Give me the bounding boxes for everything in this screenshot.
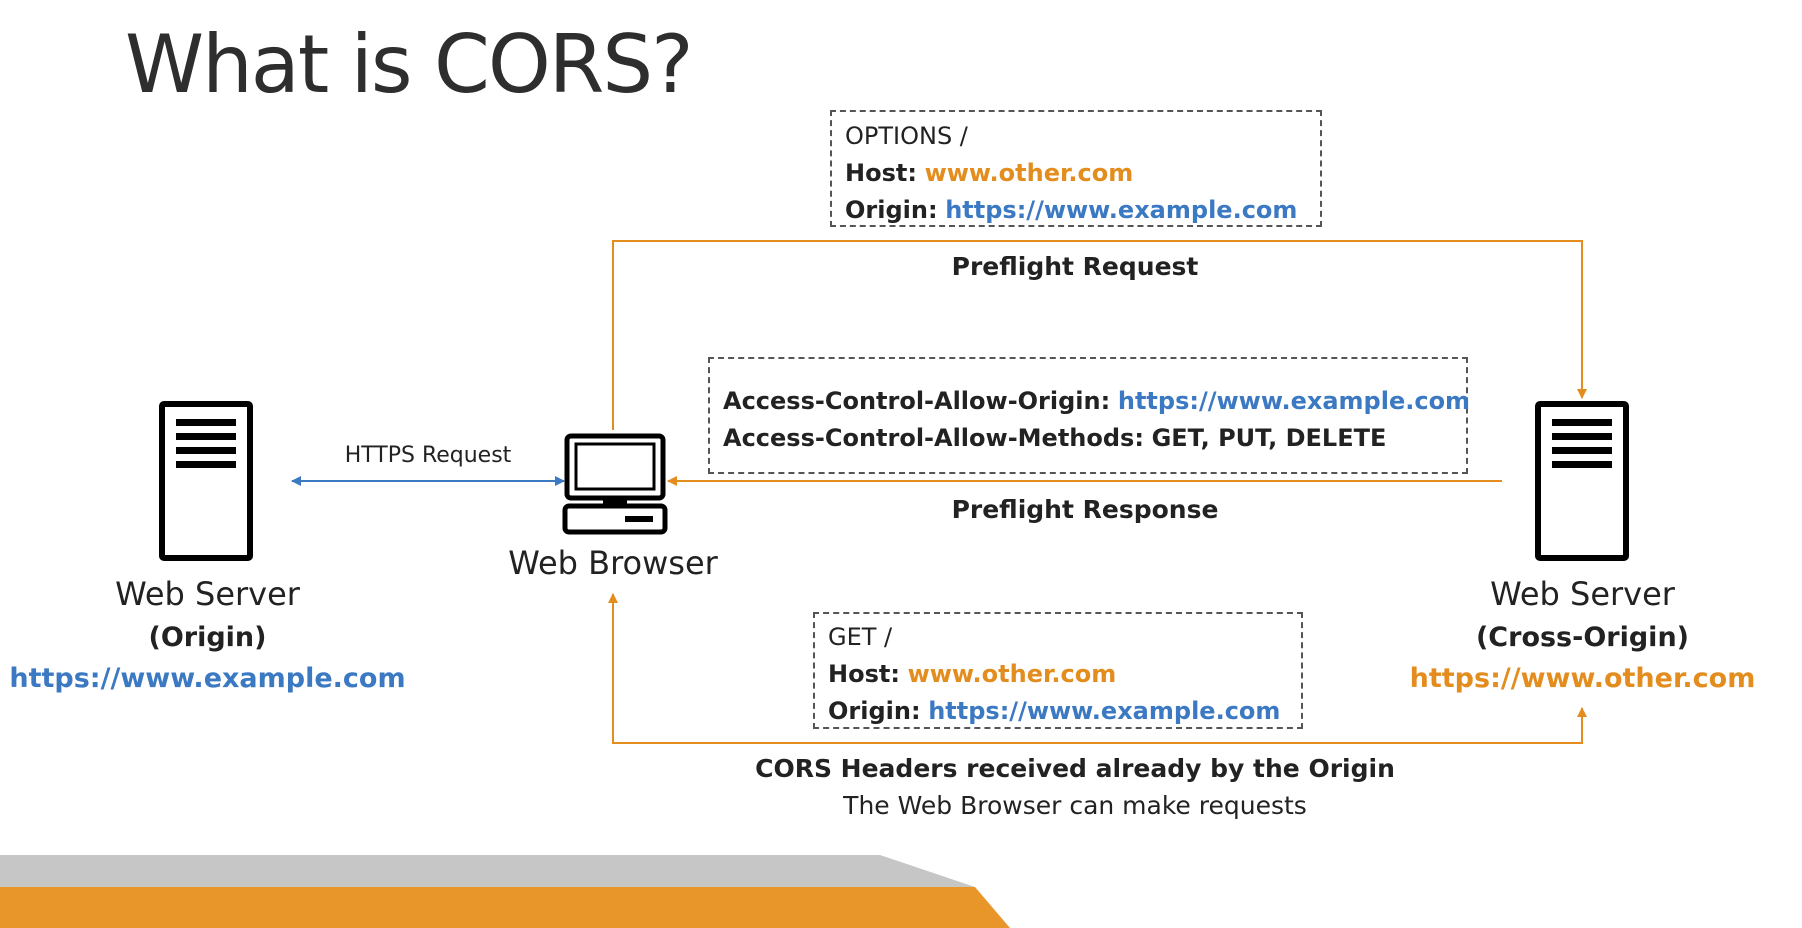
preflight-request-label: Preflight Request xyxy=(951,252,1199,281)
get-request-box xyxy=(813,612,1303,729)
options-host-label: Host: xyxy=(845,159,917,187)
options-origin-value: https://www.example.com xyxy=(945,196,1298,224)
origin-server-url: https://www.example.com xyxy=(9,663,406,694)
get-line: GET / xyxy=(828,622,892,652)
acam-line: Access-Control-Allow-Methods: GET, PUT, … xyxy=(723,423,1386,453)
server-icon xyxy=(159,401,253,561)
acao-value: https://www.example.com xyxy=(1117,387,1471,415)
computer-icon xyxy=(562,433,668,535)
cors-headers-sublabel: The Web Browser can make requests xyxy=(843,791,1307,820)
footer-orange-bar xyxy=(0,887,1010,928)
preflight-response-label: Preflight Response xyxy=(951,495,1219,524)
get-origin-line: Origin: https://www.example.com xyxy=(828,696,1280,726)
acao-line: Access-Control-Allow-Origin: https://www… xyxy=(723,386,1470,416)
get-method: GET / xyxy=(828,623,893,651)
https-request-label: HTTPS Request xyxy=(344,443,512,468)
acam-value: GET, PUT, DELETE xyxy=(1151,424,1387,452)
slide-title: What is CORS? xyxy=(125,18,694,111)
preflight-response-box xyxy=(708,357,1468,474)
options-host-value: www.other.com xyxy=(924,159,1134,187)
acam-label: Access-Control-Allow-Methods: xyxy=(723,424,1144,452)
options-request-box xyxy=(830,110,1322,227)
options-host-line: Host: www.other.com xyxy=(845,158,1133,188)
server-icon xyxy=(1535,401,1629,561)
cors-request-arrow xyxy=(612,594,1587,744)
get-origin-label: Origin: xyxy=(828,697,921,725)
cors-headers-label: CORS Headers received already by the Ori… xyxy=(755,754,1395,783)
cross-server-role: (Cross-Origin) xyxy=(1475,622,1690,653)
preflight-request-arrow xyxy=(612,240,1587,430)
browser-label: Web Browser xyxy=(508,544,718,582)
get-host-label: Host: xyxy=(828,660,900,688)
get-host-value: www.other.com xyxy=(907,660,1117,688)
options-method: OPTIONS / xyxy=(845,122,968,150)
origin-server-name: Web Server xyxy=(115,575,300,613)
acao-label: Access-Control-Allow-Origin: xyxy=(723,387,1111,415)
footer-gray-bar xyxy=(0,855,975,887)
cross-server-name: Web Server xyxy=(1490,575,1675,613)
get-host-line: Host: www.other.com xyxy=(828,659,1116,689)
options-line: OPTIONS / xyxy=(845,121,968,151)
origin-server-role: (Origin) xyxy=(148,622,267,653)
cross-server-url: https://www.other.com xyxy=(1409,663,1756,694)
options-origin-label: Origin: xyxy=(845,196,938,224)
options-origin-line: Origin: https://www.example.com xyxy=(845,195,1297,225)
get-origin-value: https://www.example.com xyxy=(928,697,1281,725)
